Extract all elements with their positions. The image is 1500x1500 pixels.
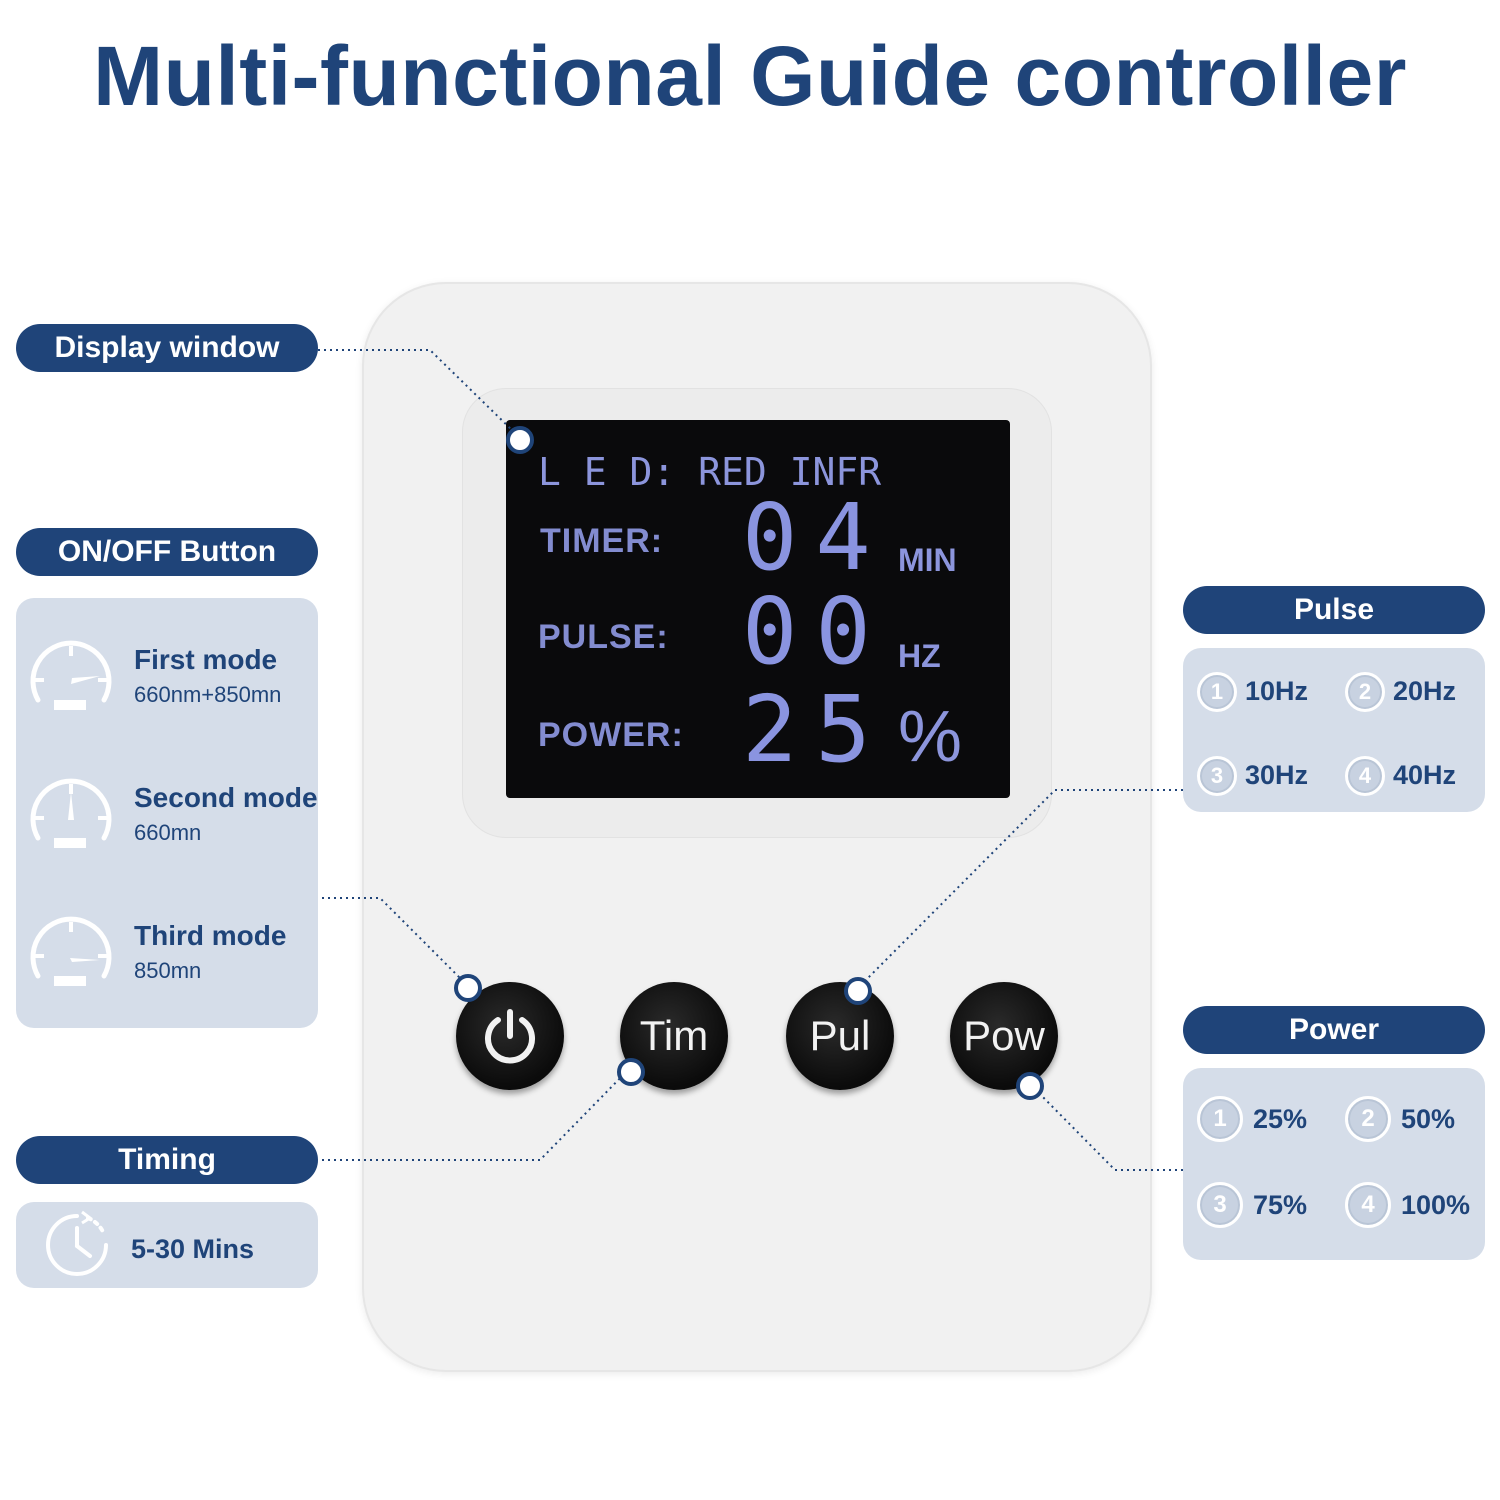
mode-name: Second mode [134,782,318,813]
pulse-label: Pulse [1183,586,1485,634]
display-window-label: Display window [16,324,318,372]
number-badge: 2 [1345,1096,1391,1142]
onoff-button-marker [454,974,482,1002]
number-badge: 1 [1197,1096,1243,1142]
display-window-marker [506,426,534,454]
option-value: 40Hz [1393,760,1457,790]
timing-button-marker [617,1058,645,1086]
display-window: L E D: RED INFR TIMER: 04 MIN PULSE: 00 … [506,420,1010,798]
number-badge: 2 [1345,672,1385,712]
modes-panel: First mode 660nm+850mn Second mode 660mn… [16,598,318,1028]
number-badge: 3 [1197,1182,1243,1228]
timing-panel: 5-30 Mins [16,1202,318,1288]
clock-icon [46,1210,108,1276]
option-value: 20Hz [1393,676,1457,706]
mode-desc: 660nm+850mn [134,682,282,707]
gauge-high-icon [30,916,112,986]
timing-range: 5-30 Mins [131,1234,255,1264]
lcd-pulse-label: PULSE: [538,618,669,656]
lcd-timer-unit: MIN [898,542,957,578]
gauge-low-icon [30,640,112,710]
number-badge: 4 [1345,756,1385,796]
lcd-power-label: POWER: [538,716,684,754]
page-title: Multi-functional Guide controller [93,29,1407,123]
power-button-marker [1016,1072,1044,1100]
power-label: Power [1183,1006,1485,1054]
mode-desc: 850mn [134,958,202,983]
option-value: 10Hz [1245,676,1309,706]
lcd-timer-label: TIMER: [540,522,664,560]
timing-label: Timing [16,1136,318,1184]
number-badge: 1 [1197,672,1237,712]
option-value: 75% [1253,1190,1308,1220]
onoff-button-label: ON/OFF Button [16,528,318,576]
option-value: 50% [1401,1104,1456,1134]
gauge-mid-icon [30,778,112,848]
power-panel: 1 25% 2 50% 3 75% 4 100% [1183,1068,1485,1260]
lcd-power-value: 25 [742,676,889,783]
lcd-led-line: L E D: RED INFR [538,450,882,494]
pulse-button-marker [844,977,872,1005]
lcd-power-unit: % [898,697,963,777]
lcd-pulse-unit: HZ [898,638,941,674]
power-level-button[interactable]: Pow [950,982,1058,1090]
option-value: 100% [1401,1190,1471,1220]
option-value: 30Hz [1245,760,1309,790]
lcd-timer-value: 04 [742,484,889,591]
number-badge: 3 [1197,756,1237,796]
lcd-pulse-value: 00 [742,578,889,685]
mode-name: First mode [134,644,278,675]
mode-desc: 660mn [134,820,202,845]
option-value: 25% [1253,1104,1308,1134]
mode-name: Third mode [134,920,287,951]
timer-button[interactable]: Tim [620,982,728,1090]
pulse-button[interactable]: Pul [786,982,894,1090]
pulse-panel: 1 10Hz 2 20Hz 3 30Hz 4 40Hz [1183,648,1485,812]
number-badge: 4 [1345,1182,1391,1228]
power-icon [485,1009,535,1064]
